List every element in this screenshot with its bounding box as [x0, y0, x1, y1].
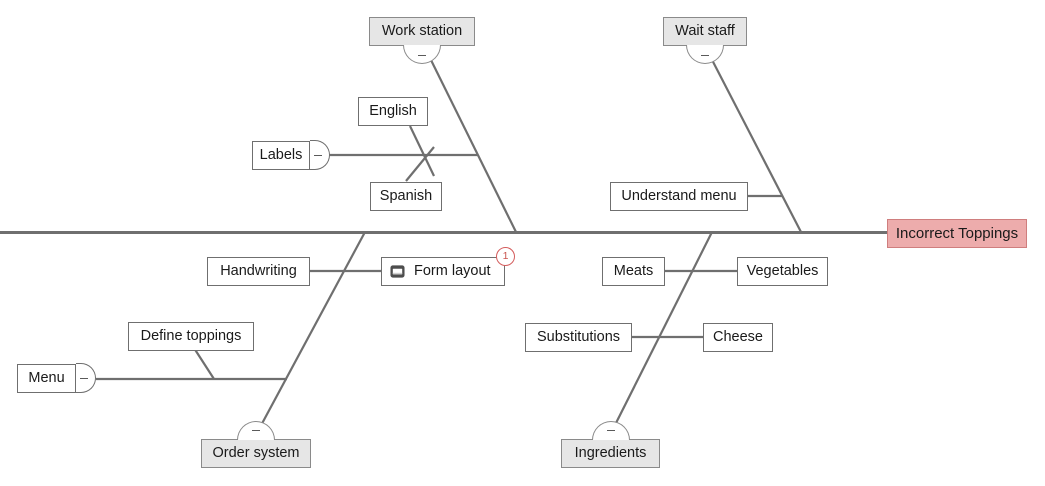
cause-node-vegetables[interactable]: Vegetables [737, 257, 828, 286]
cause-node-menu-label: Menu [28, 370, 65, 387]
minus-icon [418, 54, 426, 56]
category-node-order-system[interactable]: Order system [201, 439, 311, 468]
cause-node-handwriting[interactable]: Handwriting [207, 257, 310, 286]
minus-icon [252, 429, 260, 431]
minus-icon [314, 154, 322, 156]
effect-node-label: Incorrect Toppings [895, 225, 1019, 242]
cause-node-meats[interactable]: Meats [602, 257, 665, 286]
category-node-ingredients-label: Ingredients [574, 445, 647, 462]
cause-node-form-layout[interactable]: Form layout [381, 257, 505, 286]
link-define-toppings [193, 347, 215, 380]
cause-node-define-toppings-label: Define toppings [140, 328, 242, 345]
cause-node-cheese[interactable]: Cheese [703, 323, 773, 352]
collapse-handle-labels[interactable] [310, 140, 330, 170]
note-icon [390, 264, 405, 279]
collapse-handle-wait-staff[interactable] [686, 45, 724, 64]
cause-node-define-toppings[interactable]: Define toppings [128, 322, 254, 351]
collapse-handle-menu[interactable] [76, 363, 96, 393]
cause-node-substitutions-label: Substitutions [536, 329, 621, 346]
cause-node-menu[interactable]: Menu [17, 364, 76, 393]
category-node-wait-staff-label: Wait staff [675, 23, 735, 40]
cause-node-english[interactable]: English [358, 97, 428, 126]
cause-node-spanish-label: Spanish [379, 188, 433, 205]
cause-node-labels[interactable]: Labels [252, 141, 310, 170]
cause-node-vegetables-label: Vegetables [746, 263, 819, 280]
category-node-ingredients[interactable]: Ingredients [561, 439, 660, 468]
cause-node-handwriting-label: Handwriting [220, 263, 297, 280]
minus-icon [80, 377, 88, 379]
cause-node-substitutions[interactable]: Substitutions [525, 323, 632, 352]
cause-node-english-label: English [369, 103, 417, 120]
link-spanish-line [405, 146, 435, 182]
comment-count-badge-value: 1 [502, 250, 509, 263]
comment-count-badge[interactable]: 1 [496, 247, 515, 266]
link-english [409, 125, 435, 177]
category-node-order-system-label: Order system [212, 445, 300, 462]
cause-node-spanish[interactable]: Spanish [370, 182, 442, 211]
cause-node-meats-label: Meats [613, 263, 654, 280]
cause-node-cheese-label: Cheese [713, 329, 763, 346]
cause-node-understand-menu-label: Understand menu [621, 188, 737, 205]
collapse-handle-work-station[interactable] [403, 45, 441, 64]
category-node-work-station[interactable]: Work station [369, 17, 475, 46]
collapse-handle-order-system[interactable] [237, 421, 275, 440]
minus-icon [607, 429, 615, 431]
collapse-handle-ingredients[interactable] [592, 421, 630, 440]
cause-node-understand-menu[interactable]: Understand menu [610, 182, 748, 211]
cause-node-labels-label: Labels [259, 147, 303, 164]
category-node-wait-staff[interactable]: Wait staff [663, 17, 747, 46]
category-node-work-station-label: Work station [381, 23, 463, 40]
effect-node-incorrect-toppings[interactable]: Incorrect Toppings [887, 219, 1027, 248]
minus-icon [701, 54, 709, 56]
cause-node-form-layout-label: Form layout [414, 263, 491, 280]
